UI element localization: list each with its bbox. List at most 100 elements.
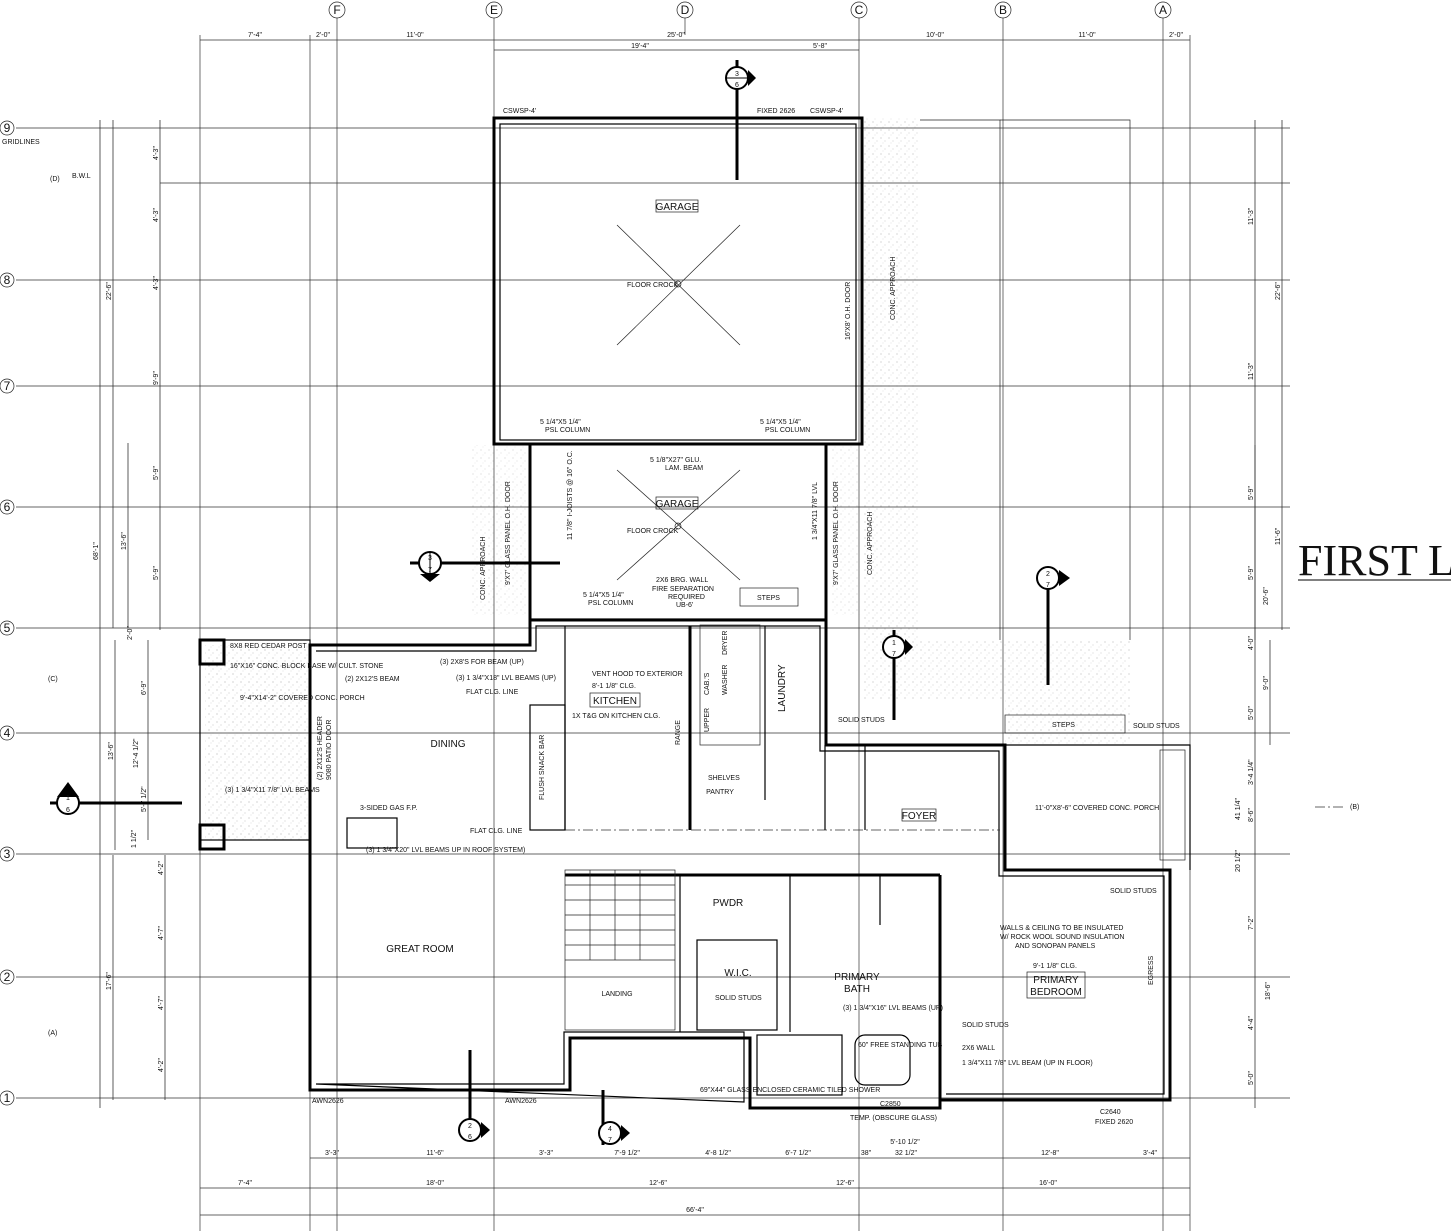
bwl-label: B.W.L — [72, 173, 91, 180]
note: REQUIRED — [668, 594, 705, 601]
section-marker[interactable]: 4 7 — [598, 1090, 630, 1145]
dim-label: 10'-0" — [926, 32, 944, 39]
walls — [198, 116, 1191, 1110]
grid-label: D — [681, 3, 690, 17]
grid-label: A — [1159, 3, 1167, 17]
grid-label: F — [333, 3, 340, 17]
dim-label: 9'-9" — [153, 371, 160, 385]
grid-label: B — [999, 3, 1007, 17]
dim-label: 2'-0" — [1169, 32, 1183, 39]
dim-label: 17'-6" — [106, 972, 113, 990]
dim-label: 41 1/4" — [1235, 798, 1242, 820]
section-marker[interactable]: 2 7 — [1036, 566, 1070, 685]
grid-bubble-f: F — [328, 1, 346, 19]
note: 60" FREE STANDING TUB — [858, 1042, 943, 1049]
dim-label: 5'-9" — [1248, 566, 1255, 580]
dim-label: 11'-0" — [406, 32, 424, 39]
note: CONC. APPROACH — [480, 537, 487, 600]
note: CAB.'S — [704, 672, 711, 695]
room-pantry: PANTRY — [706, 789, 734, 796]
dim-label: 1 1/2" — [131, 829, 138, 848]
note: PSL COLUMN — [545, 427, 590, 434]
note: WALLS & CEILING TO BE INSULATED — [1000, 925, 1123, 932]
dim-label: 6'-7 1/2" — [785, 1150, 811, 1157]
dim-label: 2'-0" — [127, 626, 134, 640]
room-primary-bath-2: BATH — [844, 984, 870, 995]
note: (2) 2X12'S BEAM — [345, 676, 400, 683]
note: 9'-4"X14'-2" COVERED CONC. PORCH — [240, 695, 365, 702]
note: 3-SIDED GAS F.P. — [360, 805, 418, 812]
note: SOLID STUDS — [1110, 888, 1157, 895]
marker-sheet: 7 — [428, 567, 432, 574]
note: LAM. BEAM — [665, 465, 703, 472]
dim-label: 22'-6" — [1275, 282, 1282, 300]
dim-label: 12'-4 1/2" — [133, 738, 140, 768]
room-landing: LANDING — [601, 991, 632, 998]
note: EGRESS — [1148, 955, 1155, 985]
dim-label: 13'-6" — [121, 532, 128, 550]
note: RANGE — [675, 720, 682, 745]
dim-label: 5'-9" — [1248, 486, 1255, 500]
dim-label: 38" — [861, 1150, 872, 1157]
dim-label: 22'-6" — [106, 282, 113, 300]
note: C2640 — [1100, 1109, 1121, 1116]
dim-label: 11'-6" — [426, 1150, 444, 1157]
section-marker[interactable]: 3 6 — [725, 60, 756, 180]
note: CSWSP-4' — [810, 108, 843, 115]
note: 5 1/4"X5 1/4" — [583, 592, 624, 599]
row-bubble-7: 7 — [0, 378, 15, 394]
section-marker[interactable]: 1 7 — [882, 630, 913, 720]
note: STEPS — [1052, 722, 1075, 729]
note: (3) 1 3/4"X11 7/8" LVL BEAMS — [225, 787, 320, 794]
grid-label: 5 — [4, 621, 11, 635]
note: SOLID STUDS — [715, 995, 762, 1002]
dim-label: 11'-6" — [1275, 527, 1282, 545]
room-primary-bath: PRIMARY — [834, 972, 880, 983]
grid-bubble-d: D — [676, 1, 694, 19]
note: PSL COLUMN — [765, 427, 810, 434]
note: DRYER — [722, 631, 729, 655]
note: 5 1/4"X5 1/4" — [760, 419, 801, 426]
marker-num: 3 — [735, 71, 739, 78]
dim-label: 20 1/2" — [1235, 850, 1242, 872]
row-bubble-5: 5 — [0, 620, 15, 636]
row-bubble-6: 6 — [0, 499, 15, 515]
row-bubble-2: 2 — [0, 969, 15, 985]
dim-label: 4'-3" — [153, 146, 160, 160]
note: SOLID STUDS — [962, 1022, 1009, 1029]
note: FLAT CLG. LINE — [470, 828, 523, 835]
marker-sheet: 7 — [1046, 582, 1050, 589]
note: 11 7/8" I-JOISTS @ 16" O.C. — [567, 450, 574, 540]
grid-label: C — [855, 3, 864, 17]
dim-label: 5'-7 1/2" — [141, 786, 148, 812]
top-dimensions: 7'-4" 2'-0" 11'-0" 25'-0" 10'-0" 11'-0" … — [200, 32, 1190, 51]
dim-label: 3'-4 1/4" — [1248, 759, 1255, 785]
note: (2) 2X12'S HEADER — [317, 716, 324, 780]
marker-num: 1 — [66, 795, 70, 802]
dim-label: 13'-6" — [108, 742, 115, 760]
dim-label: 3'-4" — [1143, 1150, 1157, 1157]
dim-label: 9'-0" — [1263, 676, 1270, 690]
ref-c: (C) — [48, 676, 58, 683]
note: SOLID STUDS — [1133, 723, 1180, 730]
section-markers: 3 6 3 7 1 6 2 7 1 7 — [50, 60, 1070, 1145]
section-marker[interactable]: 3 7 — [410, 551, 560, 582]
row-bubble-4: 4 — [0, 725, 15, 741]
dim-label: 5'-0" — [1248, 706, 1255, 720]
grid-label: 6 — [4, 500, 11, 514]
room-foyer: FOYER — [902, 811, 936, 822]
room-laundry: LAUNDRY — [777, 664, 788, 712]
note: 16'X8' O.H. DOOR — [845, 282, 852, 340]
section-marker[interactable]: 1 6 — [50, 782, 182, 815]
note: (3) 1 3/4"X20" LVL BEAMS UP IN ROOF SYST… — [366, 847, 525, 854]
dim-label: 11'-3" — [1248, 362, 1255, 380]
note: AND SONOPAN PANELS — [1015, 943, 1096, 950]
section-marker[interactable]: 2 6 — [458, 1050, 490, 1142]
ref-d: (D) — [50, 176, 60, 183]
row-bubble-1: 1 — [0, 1090, 15, 1106]
note: 2X6 WALL — [962, 1045, 995, 1052]
row-bubble-3: 3 — [0, 846, 15, 862]
sheet-title: FIRST L — [1298, 536, 1451, 585]
note: CSWSP-4' — [503, 108, 536, 115]
note: 69"X44" GLASS ENCLOSED CERAMIC TILED SHO… — [700, 1087, 880, 1094]
